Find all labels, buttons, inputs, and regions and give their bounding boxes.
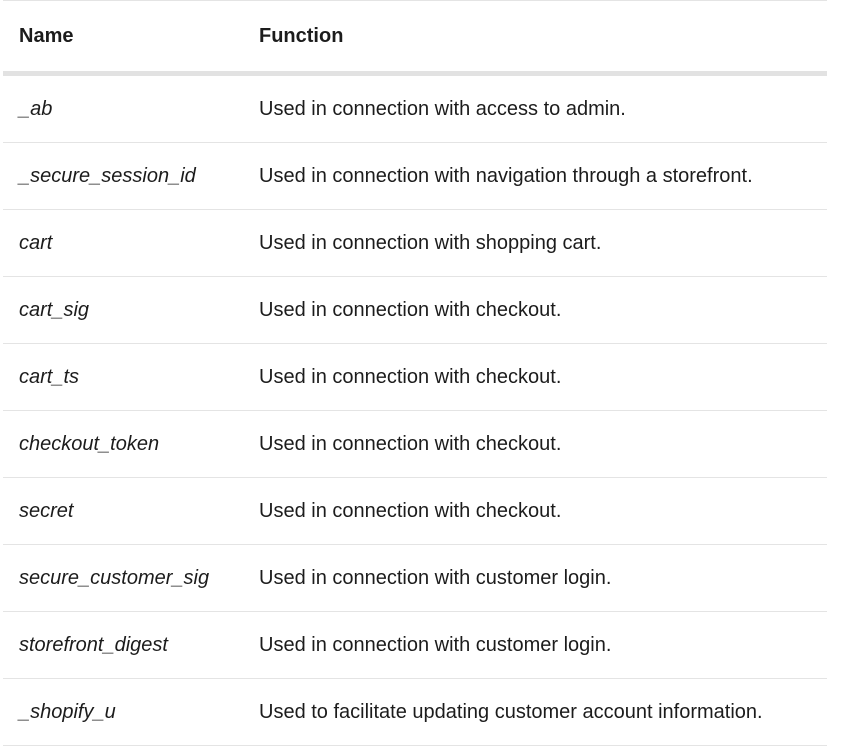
- cookie-name: _ab: [3, 73, 259, 143]
- cookie-name: secure_customer_sig: [3, 544, 259, 612]
- header-row: Name Function: [3, 0, 827, 76]
- cookie-name: storefront_digest: [3, 611, 259, 679]
- table-row: cart_sig Used in connection with checkou…: [3, 276, 827, 344]
- cookie-function: Used in connection with checkout.: [259, 343, 827, 411]
- cookie-function: Used in connection with shopping cart.: [259, 209, 827, 277]
- cookie-name: checkout_token: [3, 410, 259, 478]
- table-row: _shopify_u Used to facilitate updating c…: [3, 678, 827, 746]
- header-name: Name: [3, 0, 259, 76]
- cookie-function: Used in connection with customer login.: [259, 544, 827, 612]
- cookie-function: Used in connection with checkout.: [259, 276, 827, 344]
- table-row: _secure_session_id Used in connection wi…: [3, 142, 827, 210]
- table-body: _ab Used in connection with access to ad…: [3, 73, 827, 746]
- header-function: Function: [259, 0, 827, 76]
- cookie-name: cart_ts: [3, 343, 259, 411]
- cookie-name: cart: [3, 209, 259, 277]
- cookie-table-container: Name Function _ab Used in connection wit…: [3, 0, 827, 746]
- cookie-name: secret: [3, 477, 259, 545]
- cookie-function: Used in connection with checkout.: [259, 410, 827, 478]
- table-row: secret Used in connection with checkout.: [3, 477, 827, 545]
- cookie-function: Used in connection with access to admin.: [259, 73, 827, 143]
- table-row: storefront_digest Used in connection wit…: [3, 611, 827, 679]
- table-row: cart_ts Used in connection with checkout…: [3, 343, 827, 411]
- cookie-name: _secure_session_id: [3, 142, 259, 210]
- cookie-function: Used to facilitate updating customer acc…: [259, 678, 827, 746]
- cookie-name: _shopify_u: [3, 678, 259, 746]
- table-row: checkout_token Used in connection with c…: [3, 410, 827, 478]
- cookie-function: Used in connection with navigation throu…: [259, 142, 827, 210]
- table-row: cart Used in connection with shopping ca…: [3, 209, 827, 277]
- cookie-table: Name Function _ab Used in connection wit…: [3, 0, 827, 746]
- table-row: _ab Used in connection with access to ad…: [3, 73, 827, 143]
- table-row: secure_customer_sig Used in connection w…: [3, 544, 827, 612]
- cookie-name: cart_sig: [3, 276, 259, 344]
- table-header: Name Function: [3, 0, 827, 76]
- cookie-function: Used in connection with customer login.: [259, 611, 827, 679]
- cookie-function: Used in connection with checkout.: [259, 477, 827, 545]
